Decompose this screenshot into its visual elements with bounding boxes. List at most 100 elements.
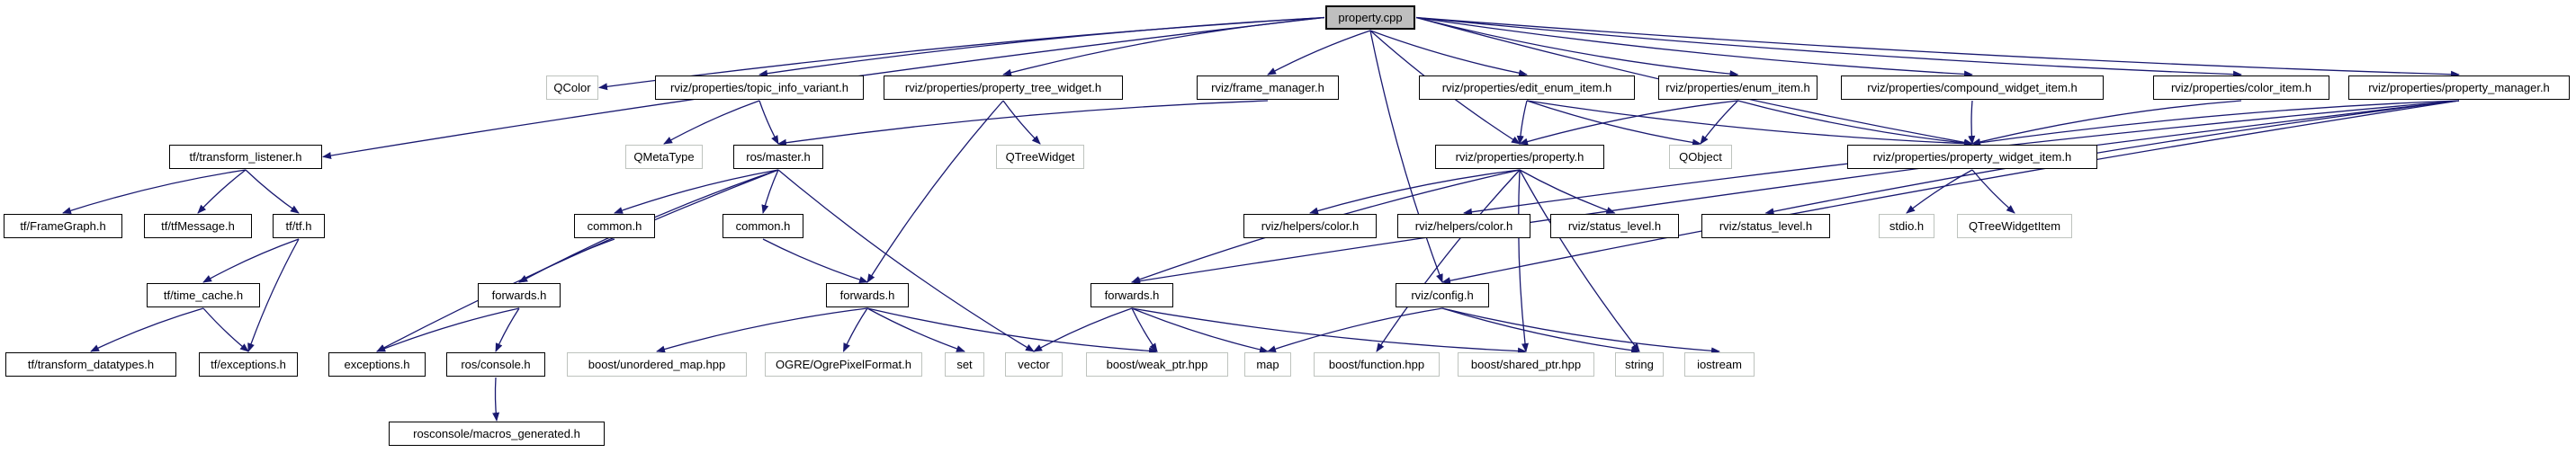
edge-forwards-3-to-map bbox=[1131, 307, 1269, 353]
edge-forwards-3-to-boost-weak-ptr bbox=[1131, 307, 1158, 352]
edge-ros-master-to-common-1 bbox=[614, 169, 779, 214]
graph-node-qtreewidgetitem[interactable]: QTreeWidgetItem bbox=[1957, 214, 2072, 238]
graph-node-boost-function[interactable]: boost/function.hpp bbox=[1314, 352, 1440, 377]
edge-property-cpp-to-property-tree-widget bbox=[1002, 16, 1325, 76]
graph-node-helpers-color-1[interactable]: rviz/helpers/color.h bbox=[1243, 214, 1377, 238]
edge-property-h-to-string bbox=[1519, 169, 1640, 352]
edge-property-manager-to-forwards-3 bbox=[1131, 100, 2460, 285]
edge-property-widget-item-to-qtreewidgetitem bbox=[1971, 169, 2015, 214]
graph-node-string[interactable]: string bbox=[1615, 352, 1664, 377]
edge-forwards-1-to-ros-console bbox=[495, 307, 520, 352]
edge-frame-manager-to-ros-master bbox=[777, 100, 1269, 147]
graph-node-boost-shared-ptr[interactable]: boost/shared_ptr.hpp bbox=[1458, 352, 1594, 377]
graph-node-vector[interactable]: vector bbox=[1005, 352, 1063, 377]
edge-forwards-2-to-ogre-pixelformat bbox=[842, 307, 868, 352]
edge-forwards-3-to-vector bbox=[1033, 307, 1133, 352]
edge-ros-console-to-rosconsole-macros-generated bbox=[492, 377, 500, 422]
edge-topic-info-variant-to-ros-master bbox=[758, 100, 779, 145]
edge-compound-widget-item-to-property-widget-item bbox=[1968, 100, 1976, 145]
graph-node-rosconsole-macros-generated[interactable]: rosconsole/macros_generated.h bbox=[389, 422, 605, 446]
edge-common-2-to-forwards-2 bbox=[762, 238, 868, 284]
edge-edit-enum-item-to-property-h bbox=[1516, 100, 1528, 145]
graph-node-boost-unordered-map[interactable]: boost/unordered_map.hpp bbox=[567, 352, 747, 377]
graph-node-qtreewidget[interactable]: QTreeWidget bbox=[996, 145, 1084, 169]
graph-node-set[interactable]: set bbox=[945, 352, 984, 377]
graph-node-helpers-color-2[interactable]: rviz/helpers/color.h bbox=[1397, 214, 1530, 238]
edge-forwards-3-to-boost-shared-ptr bbox=[1131, 307, 1527, 355]
edge-property-tree-widget-to-qtreewidget bbox=[1002, 100, 1041, 145]
edge-rviz-config-to-string bbox=[1441, 307, 1640, 354]
edge-edit-enum-item-to-qobject bbox=[1526, 100, 1701, 147]
graph-node-tf-tfmessage[interactable]: tf/tfMessage.h bbox=[144, 214, 252, 238]
graph-node-tf-exceptions[interactable]: tf/exceptions.h bbox=[199, 352, 298, 377]
graph-node-tf-transform-datatypes[interactable]: tf/transform_datatypes.h bbox=[5, 352, 176, 377]
graph-node-enum-item[interactable]: rviz/properties/enum_item.h bbox=[1658, 76, 1818, 100]
graph-node-property-widget-item[interactable]: rviz/properties/property_widget_item.h bbox=[1847, 145, 2097, 169]
edge-tf-transform-listener-to-tf-tf bbox=[245, 169, 300, 214]
graph-node-qobject[interactable]: QObject bbox=[1669, 145, 1732, 169]
graph-node-forwards-2[interactable]: forwards.h bbox=[826, 283, 909, 307]
edge-color-item-to-property-widget-item bbox=[1971, 100, 2242, 146]
edge-property-h-to-helpers-color-1 bbox=[1309, 169, 1521, 215]
edge-tf-transform-listener-to-tf-framegraph bbox=[62, 169, 247, 215]
graph-node-property-manager[interactable]: rviz/properties/property_manager.h bbox=[2348, 76, 2570, 100]
edge-property-cpp-to-topic-info-variant bbox=[758, 16, 1325, 77]
edge-tf-tf-to-tf-exceptions bbox=[247, 238, 300, 352]
edge-tf-tf-to-tf-time-cache bbox=[202, 238, 300, 283]
edge-property-manager-to-property-widget-item bbox=[1971, 100, 2460, 147]
edge-edit-enum-item-to-property-widget-item bbox=[1526, 100, 1973, 147]
graph-node-forwards-1[interactable]: forwards.h bbox=[478, 283, 561, 307]
graph-node-boost-weak-ptr[interactable]: boost/weak_ptr.hpp bbox=[1086, 352, 1228, 377]
edge-property-cpp-to-frame-manager bbox=[1267, 30, 1371, 76]
graph-node-frame-manager[interactable]: rviz/frame_manager.h bbox=[1197, 76, 1339, 100]
graph-node-stdio[interactable]: stdio.h bbox=[1879, 214, 1934, 238]
graph-node-tf-time-cache[interactable]: tf/time_cache.h bbox=[147, 283, 260, 307]
graph-node-tf-framegraph[interactable]: tf/FrameGraph.h bbox=[4, 214, 122, 238]
edge-ros-master-to-common-2 bbox=[761, 169, 779, 214]
edge-property-cpp-to-property-manager bbox=[1415, 16, 2460, 78]
graph-node-ros-console[interactable]: ros/console.h bbox=[446, 352, 545, 377]
edge-topic-info-variant-to-qmetatype bbox=[663, 100, 760, 145]
graph-node-topic-info-variant[interactable]: rviz/properties/topic_info_variant.h bbox=[655, 76, 864, 100]
graph-node-tf-tf[interactable]: tf/tf.h bbox=[273, 214, 325, 238]
graph-node-qcolor[interactable]: QColor bbox=[546, 76, 598, 100]
edge-property-h-to-status-level-1 bbox=[1519, 169, 1616, 214]
graph-node-property-h[interactable]: rviz/properties/property.h bbox=[1435, 145, 1604, 169]
graph-node-compound-widget-item[interactable]: rviz/properties/compound_widget_item.h bbox=[1841, 76, 2104, 100]
graph-node-ogre-pixelformat[interactable]: OGRE/OgrePixelFormat.h bbox=[765, 352, 922, 377]
edge-tf-time-cache-to-tf-transform-datatypes bbox=[90, 307, 204, 352]
edge-ros-master-to-exceptions bbox=[376, 169, 779, 352]
edge-common-1-to-forwards-1 bbox=[518, 238, 615, 283]
edge-tf-transform-listener-to-tf-tfmessage bbox=[197, 169, 247, 214]
graph-node-status-level-1[interactable]: rviz/status_level.h bbox=[1550, 214, 1679, 238]
graph-node-rviz-config[interactable]: rviz/config.h bbox=[1396, 283, 1489, 307]
graph-node-forwards-3[interactable]: forwards.h bbox=[1091, 283, 1173, 307]
edge-property-cpp-to-edit-enum-item bbox=[1369, 30, 1528, 77]
graph-node-qmetatype[interactable]: QMetaType bbox=[625, 145, 703, 169]
edge-forwards-2-to-boost-weak-ptr bbox=[866, 307, 1158, 355]
graph-node-iostream[interactable]: iostream bbox=[1684, 352, 1755, 377]
edge-forwards-2-to-boost-unordered-map bbox=[656, 307, 868, 353]
edge-property-tree-widget-to-forwards-2 bbox=[866, 100, 1004, 283]
graph-node-map[interactable]: map bbox=[1244, 352, 1291, 377]
graph-node-edit-enum-item[interactable]: rviz/properties/edit_enum_item.h bbox=[1419, 76, 1635, 100]
edge-rviz-config-to-iostream bbox=[1441, 307, 1720, 355]
edge-enum-item-to-property-h bbox=[1519, 100, 1738, 146]
graph-node-common-1[interactable]: common.h bbox=[574, 214, 655, 238]
graph-node-ros-master[interactable]: ros/master.h bbox=[733, 145, 823, 169]
graph-node-tf-transform-listener[interactable]: tf/transform_listener.h bbox=[169, 145, 322, 169]
graph-node-color-item[interactable]: rviz/properties/color_item.h bbox=[2153, 76, 2329, 100]
edge-property-h-to-boost-function bbox=[1376, 169, 1521, 352]
edge-forwards-2-to-set bbox=[866, 307, 965, 352]
edge-ros-master-to-vector bbox=[777, 169, 1035, 352]
graph-node-status-level-2[interactable]: rviz/status_level.h bbox=[1701, 214, 1830, 238]
edge-property-cpp-to-color-item bbox=[1415, 16, 2242, 78]
graph-node-property-cpp: property.cpp bbox=[1325, 5, 1415, 30]
edge-rviz-config-to-map bbox=[1267, 307, 1443, 352]
graph-node-common-2[interactable]: common.h bbox=[723, 214, 803, 238]
edge-property-cpp-to-enum-item bbox=[1415, 16, 1739, 78]
graph-node-exceptions[interactable]: exceptions.h bbox=[328, 352, 426, 377]
graph-node-property-tree-widget[interactable]: rviz/properties/property_tree_widget.h bbox=[884, 76, 1123, 100]
